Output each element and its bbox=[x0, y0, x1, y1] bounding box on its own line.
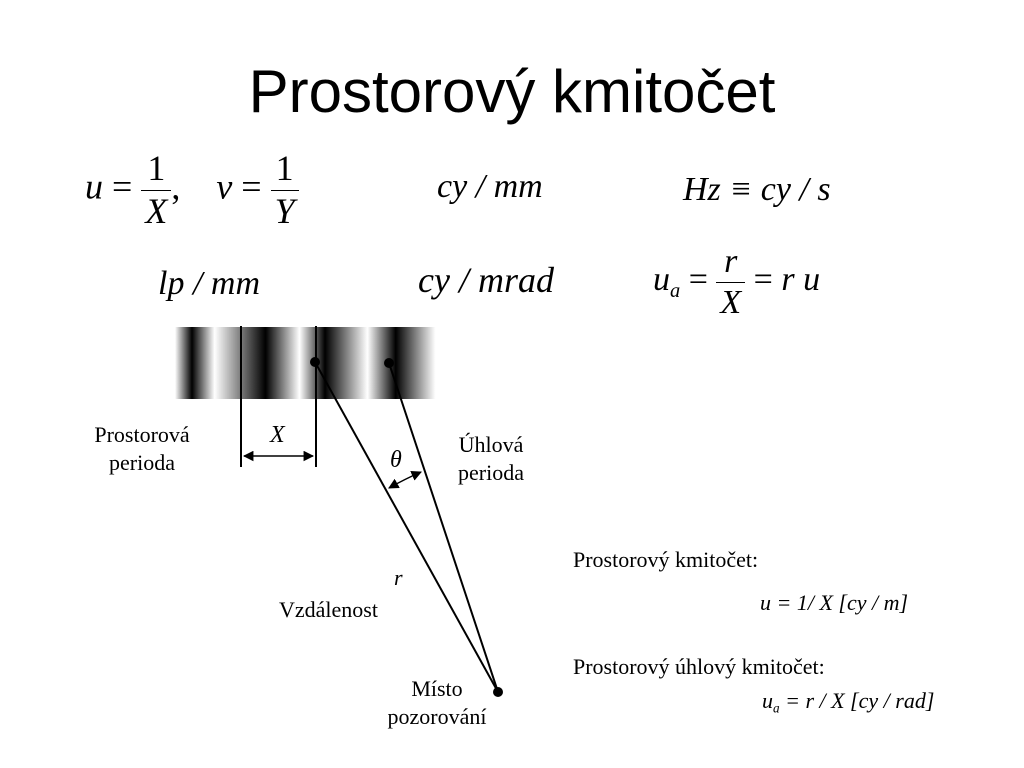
label-r: r bbox=[394, 565, 403, 590]
theta-angle-arrow bbox=[388, 470, 422, 489]
observation-point bbox=[493, 687, 503, 697]
label-spatial-period: Prostorová perioda bbox=[94, 422, 190, 475]
label-observation-place: Místo pozorování bbox=[387, 676, 487, 729]
fraction-num: 1 bbox=[147, 148, 166, 188]
eq-sign: = bbox=[688, 260, 708, 298]
label-distance: Vzdálenost bbox=[279, 597, 378, 622]
fraction-1-over-y: 1 Y bbox=[270, 148, 299, 231]
comma: , bbox=[171, 166, 181, 207]
note-heading-spatial: Prostorový kmitočet: bbox=[573, 547, 759, 572]
unit-cy-mm: cy / mm bbox=[437, 168, 543, 205]
unit-hz-cy-s: Hz ≡ cy / s bbox=[683, 171, 831, 208]
unit-cy-mrad: cy / mrad bbox=[418, 260, 554, 300]
label-x: X bbox=[270, 422, 285, 448]
var-u: u bbox=[85, 166, 103, 207]
eq-sign: = bbox=[112, 166, 133, 207]
fraction-den: X bbox=[716, 281, 746, 321]
fraction-den: X bbox=[141, 189, 172, 231]
label-angular-period: Úhlová perioda bbox=[458, 432, 524, 485]
var-v: v bbox=[216, 166, 233, 207]
note-heading-angular: Prostorový úhlový kmitočet: bbox=[573, 654, 825, 679]
fraction-num: 1 bbox=[275, 148, 294, 188]
unit-lp-mm: lp / mm bbox=[158, 265, 260, 302]
var-ua: ua bbox=[653, 260, 681, 303]
ray-left bbox=[314, 361, 499, 693]
fraction-num: r bbox=[724, 243, 738, 280]
slide-title: Prostorový kmitočet bbox=[248, 58, 776, 125]
eq-sign: = bbox=[753, 260, 773, 298]
label-theta: θ bbox=[390, 447, 402, 473]
formula-ua: ua = r X = r u bbox=[653, 244, 820, 320]
point-left bbox=[310, 357, 320, 367]
point-right bbox=[384, 358, 394, 368]
ray-right bbox=[388, 362, 499, 693]
formula-uv: u = 1 X , v = 1 Y bbox=[85, 148, 299, 231]
eq-sign: = bbox=[241, 166, 262, 207]
fraction-r-over-x: r X bbox=[716, 243, 746, 321]
fraction-den: Y bbox=[270, 189, 299, 231]
note-formula-angular: ua = r / X [cy / rad] bbox=[762, 688, 935, 716]
note-formula-spatial: u = 1/ X [cy / m] bbox=[760, 590, 909, 615]
fraction-1-over-x: 1 X bbox=[141, 148, 172, 231]
var-ru: r u bbox=[781, 260, 821, 298]
